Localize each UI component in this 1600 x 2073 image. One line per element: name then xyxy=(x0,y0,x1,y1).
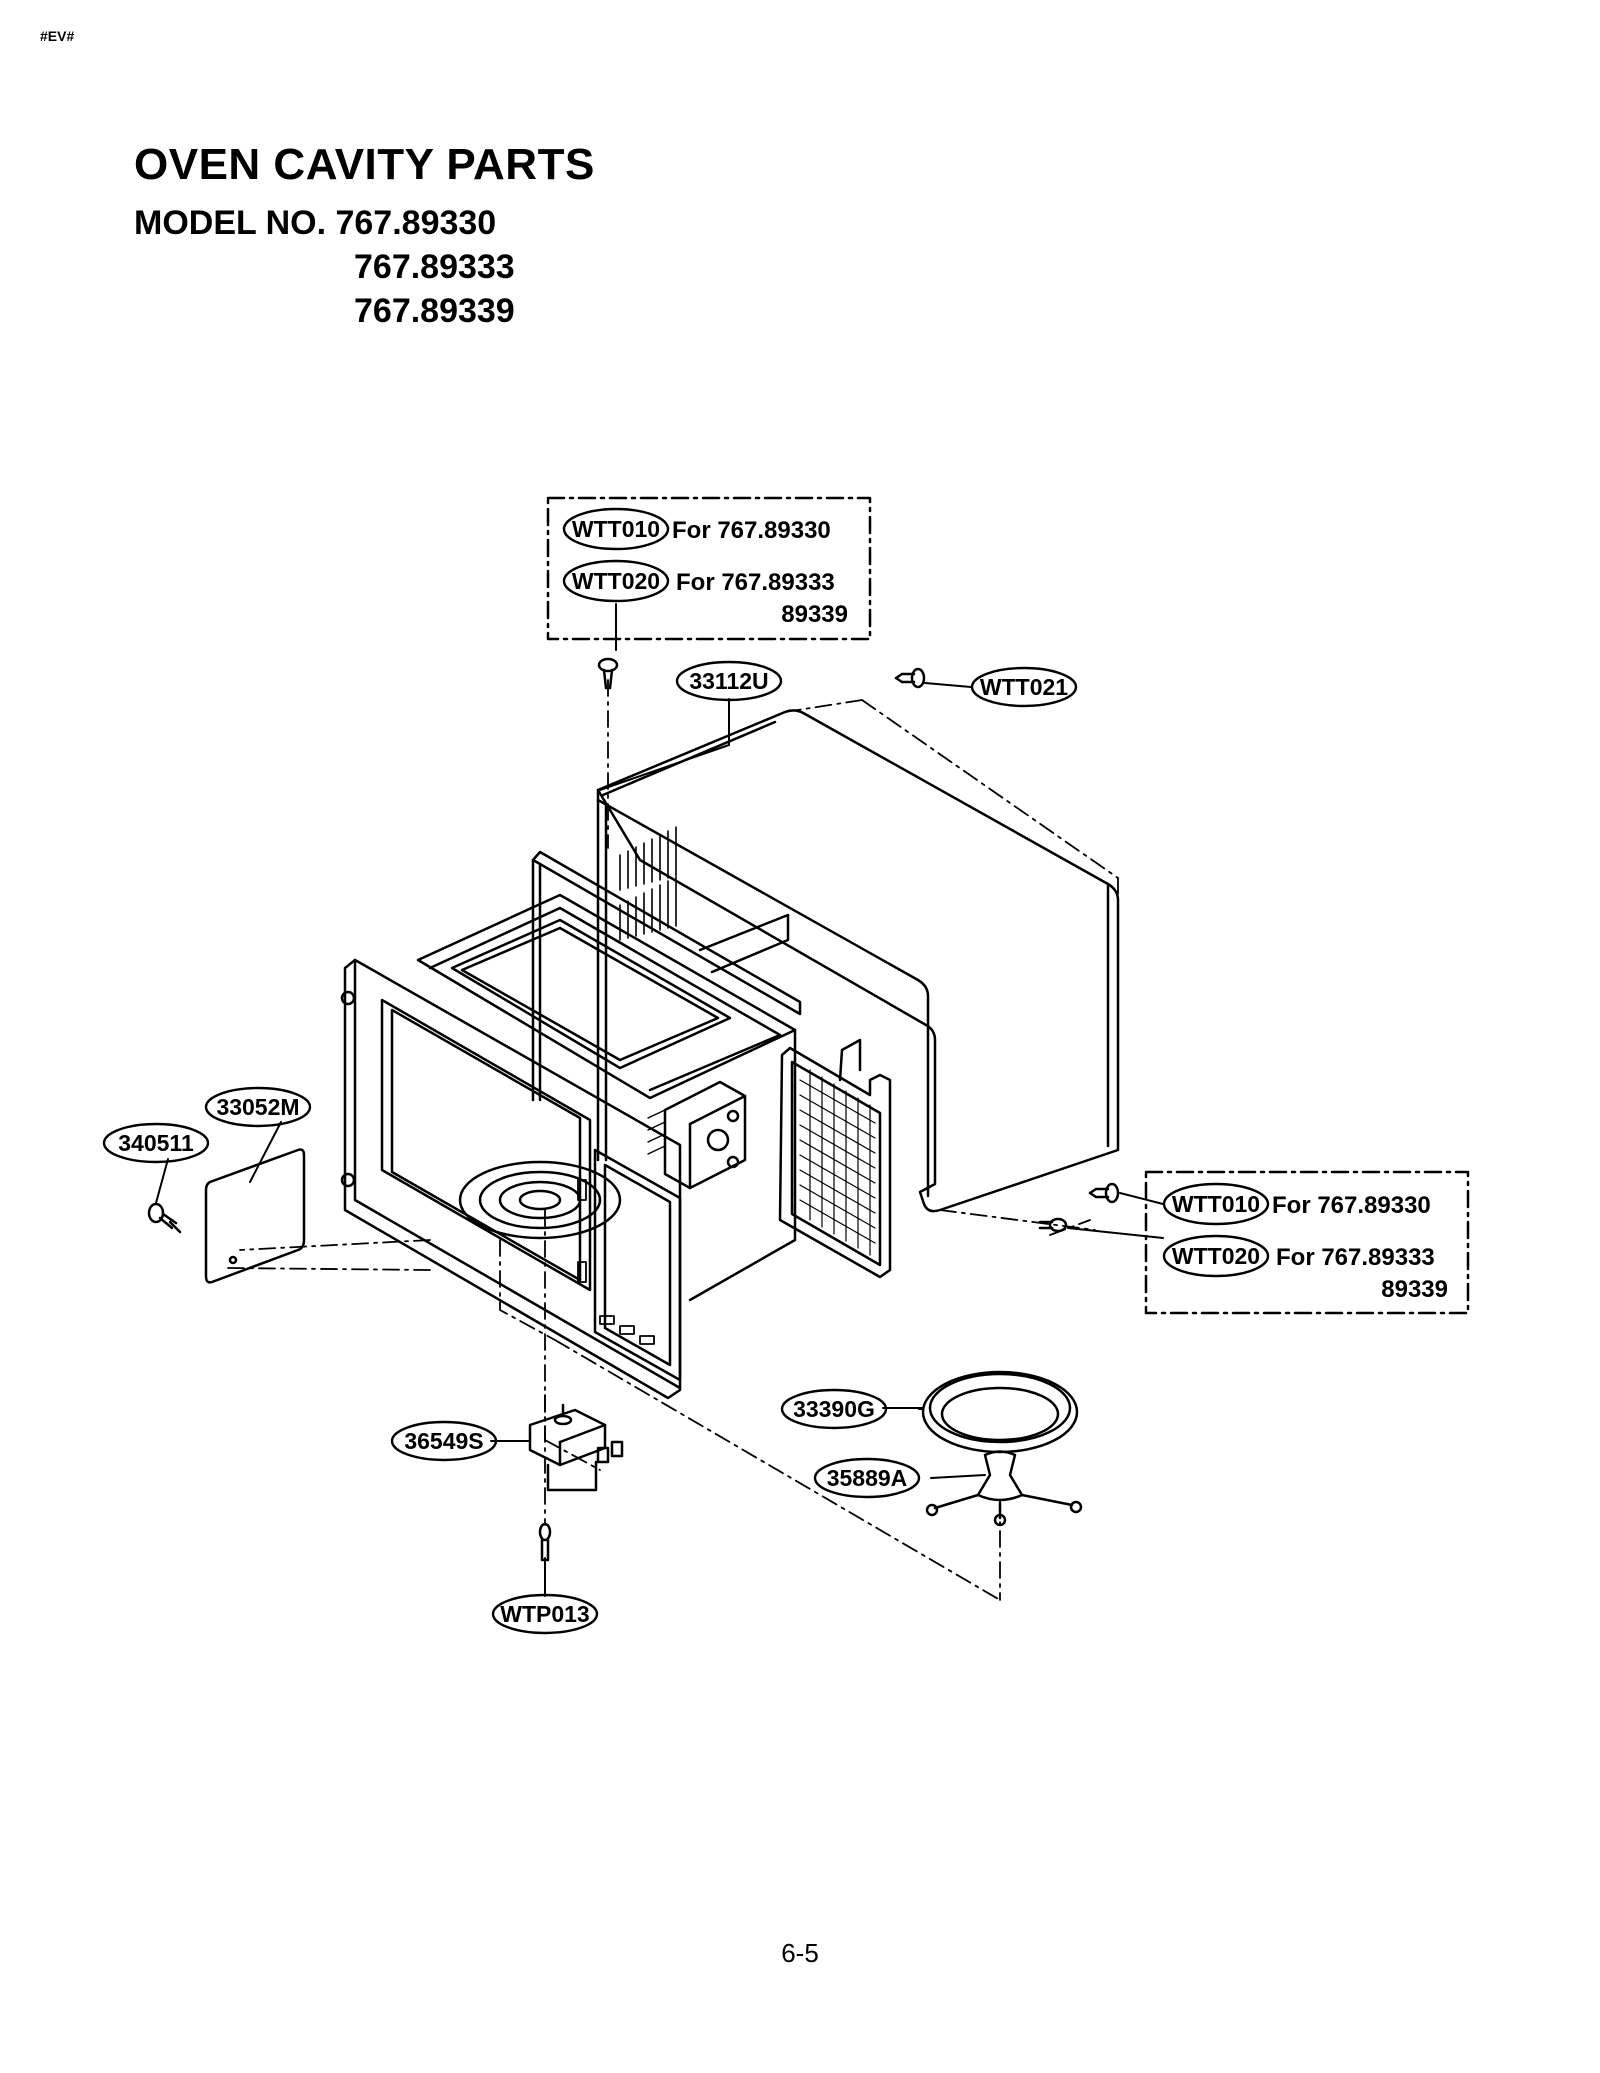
label-340511: 340511 xyxy=(118,1130,194,1156)
note-for-89330-top: For 767.89330 xyxy=(672,517,831,544)
label-33112u: 33112U xyxy=(689,668,768,694)
turntable-motor xyxy=(528,1403,624,1492)
callout-oval-33112u xyxy=(675,660,783,702)
screw-right-a xyxy=(1088,1182,1120,1204)
note-89339-top: 89339 xyxy=(781,601,848,628)
callout-oval-wtt021 xyxy=(970,666,1078,708)
model-number-line-3: 767.89339 xyxy=(354,292,515,330)
model-number-line-2: 767.89333 xyxy=(354,248,515,286)
callout-oval-340511 xyxy=(102,1122,210,1164)
callout-oval-33390g xyxy=(780,1388,888,1430)
callout-oval-wtt010-top xyxy=(562,507,670,551)
label-36549s: 36549S xyxy=(404,1428,483,1454)
note-for-89333-right: For 767.89333 xyxy=(1276,1244,1435,1271)
label-33390g: 33390G xyxy=(793,1396,875,1422)
label-wtt010-right: WTT010 xyxy=(1172,1191,1260,1217)
document-tag: #EV# xyxy=(40,28,75,44)
callout-oval-wtt020-top xyxy=(562,559,670,603)
label-35889a: 35889A xyxy=(827,1465,908,1491)
model-number-line-1: MODEL NO. 767.89330 xyxy=(134,204,497,242)
magnetron xyxy=(647,1080,747,1190)
page-number: 6-5 xyxy=(781,1938,819,1968)
label-wtp013: WTP013 xyxy=(500,1601,589,1627)
right-note-box xyxy=(1144,1170,1470,1315)
callout-oval-wtt010-right xyxy=(1162,1182,1270,1226)
back-mounting-plate xyxy=(778,1038,892,1279)
screw-340511 xyxy=(147,1202,182,1234)
callout-oval-wtp013 xyxy=(491,1593,599,1635)
callout-oval-35889a xyxy=(813,1457,921,1499)
top-note-box xyxy=(546,496,872,641)
glass-turntable-tray xyxy=(921,1370,1079,1454)
label-33052m: 33052M xyxy=(216,1094,299,1120)
callout-oval-wtt020-right xyxy=(1162,1234,1270,1278)
screw-wtt021 xyxy=(894,667,926,689)
leader-lines xyxy=(155,603,1164,1597)
page-title: OVEN CAVITY PARTS xyxy=(134,140,595,189)
callout-oval-33052m xyxy=(204,1086,312,1128)
screw-wtp013 xyxy=(538,1522,552,1562)
screw-top xyxy=(597,657,619,690)
label-wtt020-top: WTT020 xyxy=(572,568,660,594)
label-wtt010-top: WTT010 xyxy=(572,516,660,542)
note-for-89333-top: For 767.89333 xyxy=(676,569,835,596)
label-wtt020-right: WTT020 xyxy=(1172,1243,1260,1269)
note-for-89330-right: For 767.89330 xyxy=(1272,1192,1431,1219)
label-wtt021: WTT021 xyxy=(980,674,1068,700)
waveguide-cover xyxy=(204,1148,306,1284)
note-89339-right: 89339 xyxy=(1381,1276,1448,1303)
outer-case xyxy=(596,709,1120,1213)
oven-cavity xyxy=(340,850,802,1400)
callout-oval-36549s xyxy=(390,1420,498,1462)
screw-right-b xyxy=(1038,1217,1068,1233)
roller-ring xyxy=(925,1450,1083,1527)
